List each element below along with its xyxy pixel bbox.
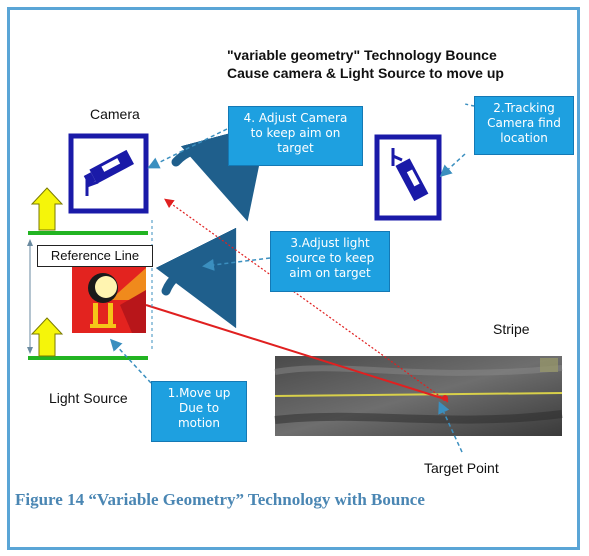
callout-adjust-light: 3.Adjust light source to keep aim on tar…	[270, 231, 390, 292]
camera-icon	[68, 133, 149, 214]
stripe-road-image	[274, 356, 563, 436]
tracking-camera-icon	[374, 134, 442, 221]
callout3-connector	[202, 257, 271, 271]
callout-adjust-camera: 4. Adjust Camera to keep aim on target	[228, 106, 363, 166]
light-beam-line	[145, 304, 449, 401]
camera-rotation-arrow	[171, 122, 268, 222]
target-point-label: Target Point	[424, 460, 499, 476]
header-line-1: "variable geometry" Technology Bounce	[227, 47, 497, 63]
figure-frame	[7, 7, 580, 550]
camera-label: Camera	[90, 106, 140, 122]
yellow-up-arrow-bottom	[30, 317, 64, 357]
target-point-marker	[442, 395, 448, 401]
yellow-up-arrow-top	[30, 187, 64, 231]
callout1-connector	[109, 338, 152, 384]
stripe-label: Stripe	[493, 321, 530, 337]
figure-caption: Figure 14 “Variable Geometry” Technology…	[15, 490, 425, 509]
callout2-connector	[439, 153, 466, 178]
callout4-connector	[147, 128, 228, 169]
header-line-2: Cause camera & Light Source to move up	[227, 65, 504, 81]
callout2-stub	[464, 103, 475, 107]
callout-move-up: 1.Move up Due to motion	[151, 381, 247, 442]
light-source-icon	[72, 265, 146, 333]
camera-aim-line	[164, 198, 449, 403]
light-rotation-arrow	[155, 227, 237, 329]
target-point-connector	[438, 401, 463, 453]
light-source-label: Light Source	[49, 390, 128, 406]
reference-line-label: Reference Line	[37, 245, 153, 267]
callout-tracking-camera: 2.Tracking Camera find location	[474, 96, 574, 155]
